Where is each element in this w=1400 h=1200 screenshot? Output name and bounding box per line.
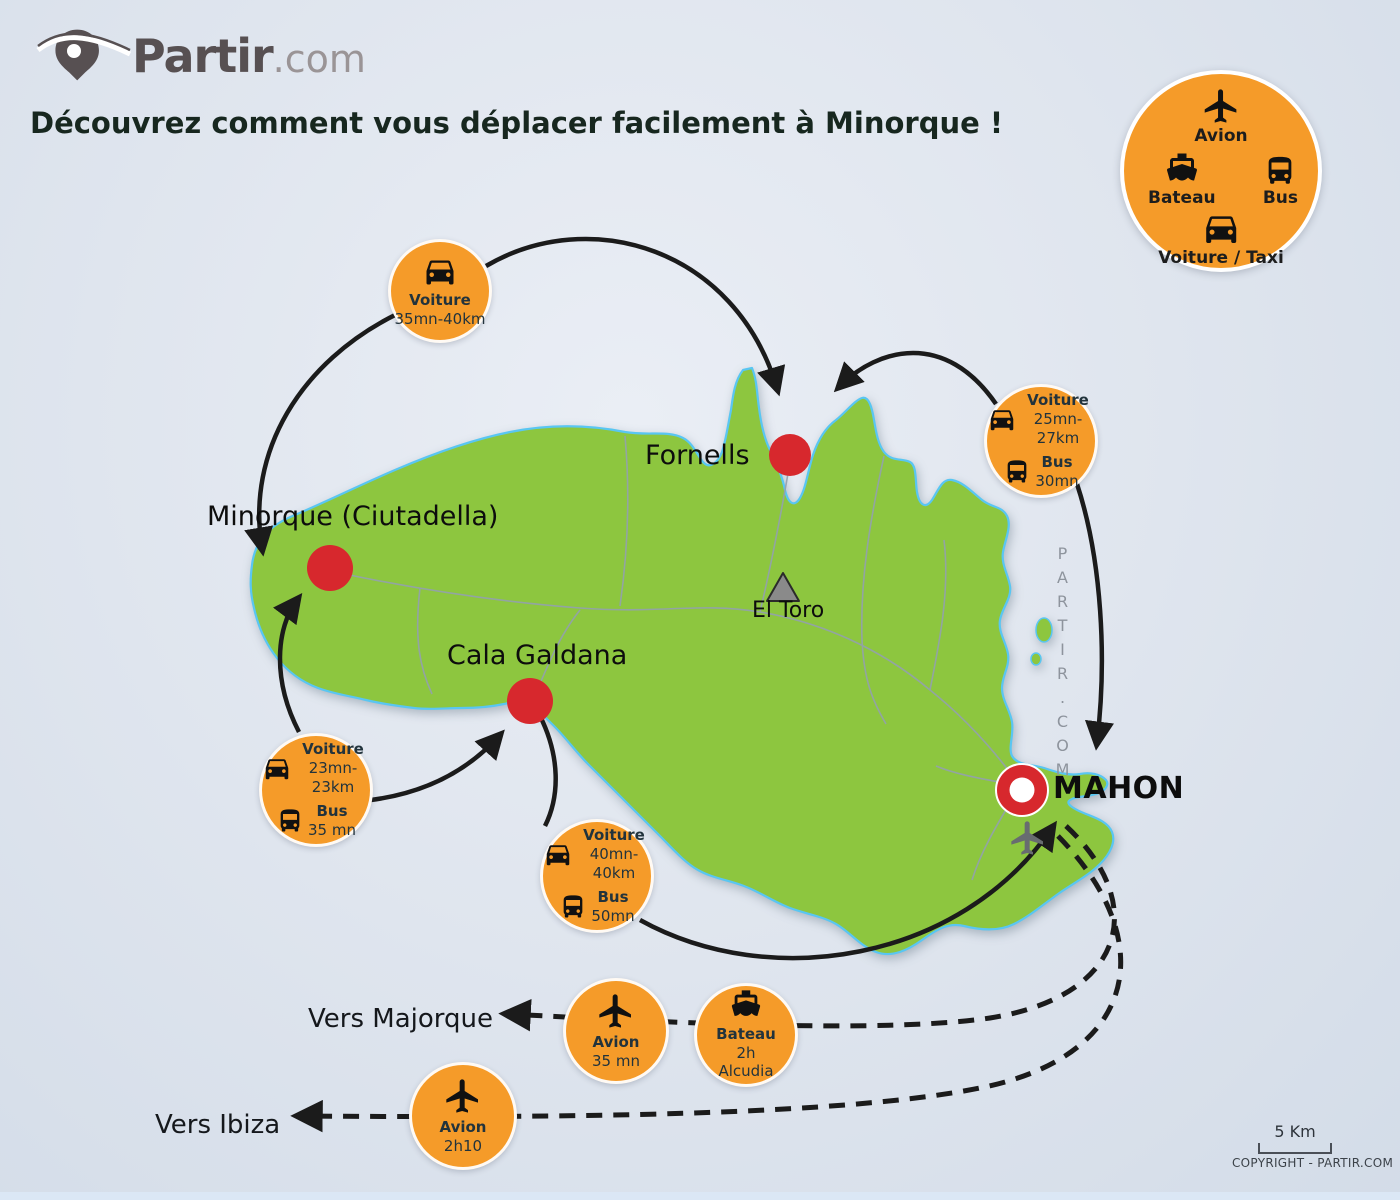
partir-pin-icon	[36, 29, 132, 81]
legend-item-bus: Bus	[1263, 154, 1298, 208]
bus-icon	[276, 807, 304, 835]
car-icon	[262, 753, 292, 783]
route-duration: 50mn	[591, 907, 635, 926]
map-scale: 5 Km	[1258, 1122, 1332, 1154]
watermark-text: PARTIR.COM	[1053, 544, 1072, 784]
route-bubble-ciutadella-galdana: Voiture 23mn-23km Bus 35 mn	[259, 733, 373, 847]
dashed-mahon-to-ibiza	[290, 834, 1124, 1133]
legend-item-voiture: Voiture / Taxi	[1158, 208, 1284, 268]
route-bubble-avion-ibiza: Avion 2h10	[409, 1062, 517, 1170]
road-network	[334, 435, 1021, 881]
islet	[1030, 652, 1042, 666]
route-bubble-avion-majorque: Avion 35 mn	[563, 978, 669, 1084]
islet	[1035, 617, 1053, 643]
city-dot-ciutadella	[307, 545, 353, 591]
car-icon	[543, 839, 573, 869]
route-mode: Bateau	[716, 1024, 776, 1043]
page-title: Découvrez comment vous déplacer facileme…	[30, 106, 1004, 140]
route-duration: 30mn	[1035, 472, 1079, 491]
plane-icon	[443, 1076, 483, 1116]
bottom-strip	[0, 1192, 1400, 1200]
route-duration: 35 mn	[592, 1052, 640, 1070]
arc-bubble-to-mahon	[638, 820, 1057, 961]
legend-label-bus: Bus	[1262, 188, 1298, 208]
city-dot-mahon-inner	[1009, 777, 1035, 803]
mountain-icon	[766, 572, 800, 602]
arc-fornells-to-mahon	[1074, 483, 1114, 751]
route-mode: Avion	[439, 1118, 487, 1137]
bus-icon	[1263, 154, 1297, 188]
route-duration: 35mn-40km	[394, 310, 486, 328]
dashed-mahon-to-majorque	[498, 824, 1117, 1032]
route-arrows	[244, 236, 1114, 961]
plane-icon	[596, 991, 636, 1031]
arc-galdana-to-ciutadella	[273, 592, 303, 734]
copyright-text: COPYRIGHT - PARTIR.COM	[1232, 1156, 1394, 1170]
arc-mahon-to-fornells	[833, 350, 998, 406]
scale-label: 5 Km	[1274, 1122, 1316, 1141]
car-icon	[987, 404, 1017, 434]
city-label-fornells: Fornells	[645, 440, 750, 471]
route-bubble-ciutadella-fornells: Voiture 35mn-40km	[388, 239, 492, 343]
legend-circle: Avion Bateau Bus Voiture / Taxi	[1120, 70, 1322, 272]
route-mode: Avion	[592, 1033, 640, 1052]
route-mode: Bus	[316, 802, 348, 821]
legend-label-avion: Avion	[1194, 126, 1248, 146]
arc-galdana-to-bubble	[537, 714, 558, 828]
legend-item-avion: Avion	[1194, 86, 1248, 146]
city-label-cala-galdana: Cala Galdana	[447, 640, 628, 671]
route-mode: Bus	[1041, 453, 1073, 472]
route-mode: Voiture	[302, 740, 364, 759]
plane-icon	[1201, 86, 1241, 126]
car-icon	[1201, 208, 1241, 248]
dashed-routes	[290, 824, 1124, 1133]
route-bubble-fornells-mahon: Voiture 25mn-27km Bus 30mn	[984, 384, 1098, 498]
peak-label-el-toro: El Toro	[752, 598, 825, 623]
route-duration: 35 mn	[308, 821, 356, 840]
route-destination: Alcudia	[718, 1062, 774, 1081]
island-shape	[249, 366, 1115, 956]
route-bubble-galdana-mahon: Voiture 40mn-40km Bus 50mn	[540, 819, 654, 933]
route-duration: 40mn-40km	[589, 844, 639, 882]
bus-icon	[559, 893, 587, 921]
brand-tld: .com	[272, 37, 366, 81]
arc-fornells-to-ciutadella	[244, 311, 398, 557]
boat-icon	[1164, 152, 1200, 188]
route-mode: Bus	[597, 888, 629, 907]
route-mode: Voiture	[409, 291, 471, 310]
city-label-mahon: MAHON	[1053, 771, 1185, 806]
route-duration: 23mn-23km	[308, 758, 358, 796]
bus-icon	[1003, 458, 1031, 486]
city-label-ciutadella: Minorque (Ciutadella)	[207, 501, 499, 532]
route-bubble-bateau-alcudia: Bateau 2h Alcudia	[694, 983, 798, 1087]
route-duration: 25mn-27km	[1033, 409, 1083, 447]
legend-label-bateau: Bateau	[1148, 188, 1216, 208]
brand-text: Partir.com	[132, 29, 366, 83]
external-label-majorque: Vers Majorque	[308, 1004, 493, 1034]
route-mode: Voiture	[583, 826, 645, 845]
scale-bar	[1258, 1143, 1332, 1154]
arc-ciutadella-to-fornells	[484, 236, 786, 397]
arc-ciutadella-to-galdana	[370, 729, 505, 803]
route-mode: Voiture	[1027, 391, 1089, 410]
route-duration: 2h10	[443, 1137, 483, 1155]
city-markers	[307, 434, 1049, 817]
boat-icon	[729, 989, 763, 1023]
city-dot-cala-galdana	[507, 678, 553, 724]
car-icon	[422, 253, 458, 289]
legend-item-bateau: Bateau	[1148, 152, 1216, 208]
legend-label-voiture: Voiture / Taxi	[1158, 248, 1284, 268]
external-label-ibiza: Vers Ibiza	[155, 1110, 281, 1140]
route-duration: 2h	[736, 1043, 756, 1062]
partir-logo: Partir.com	[36, 24, 366, 88]
city-dot-fornells	[769, 434, 811, 476]
